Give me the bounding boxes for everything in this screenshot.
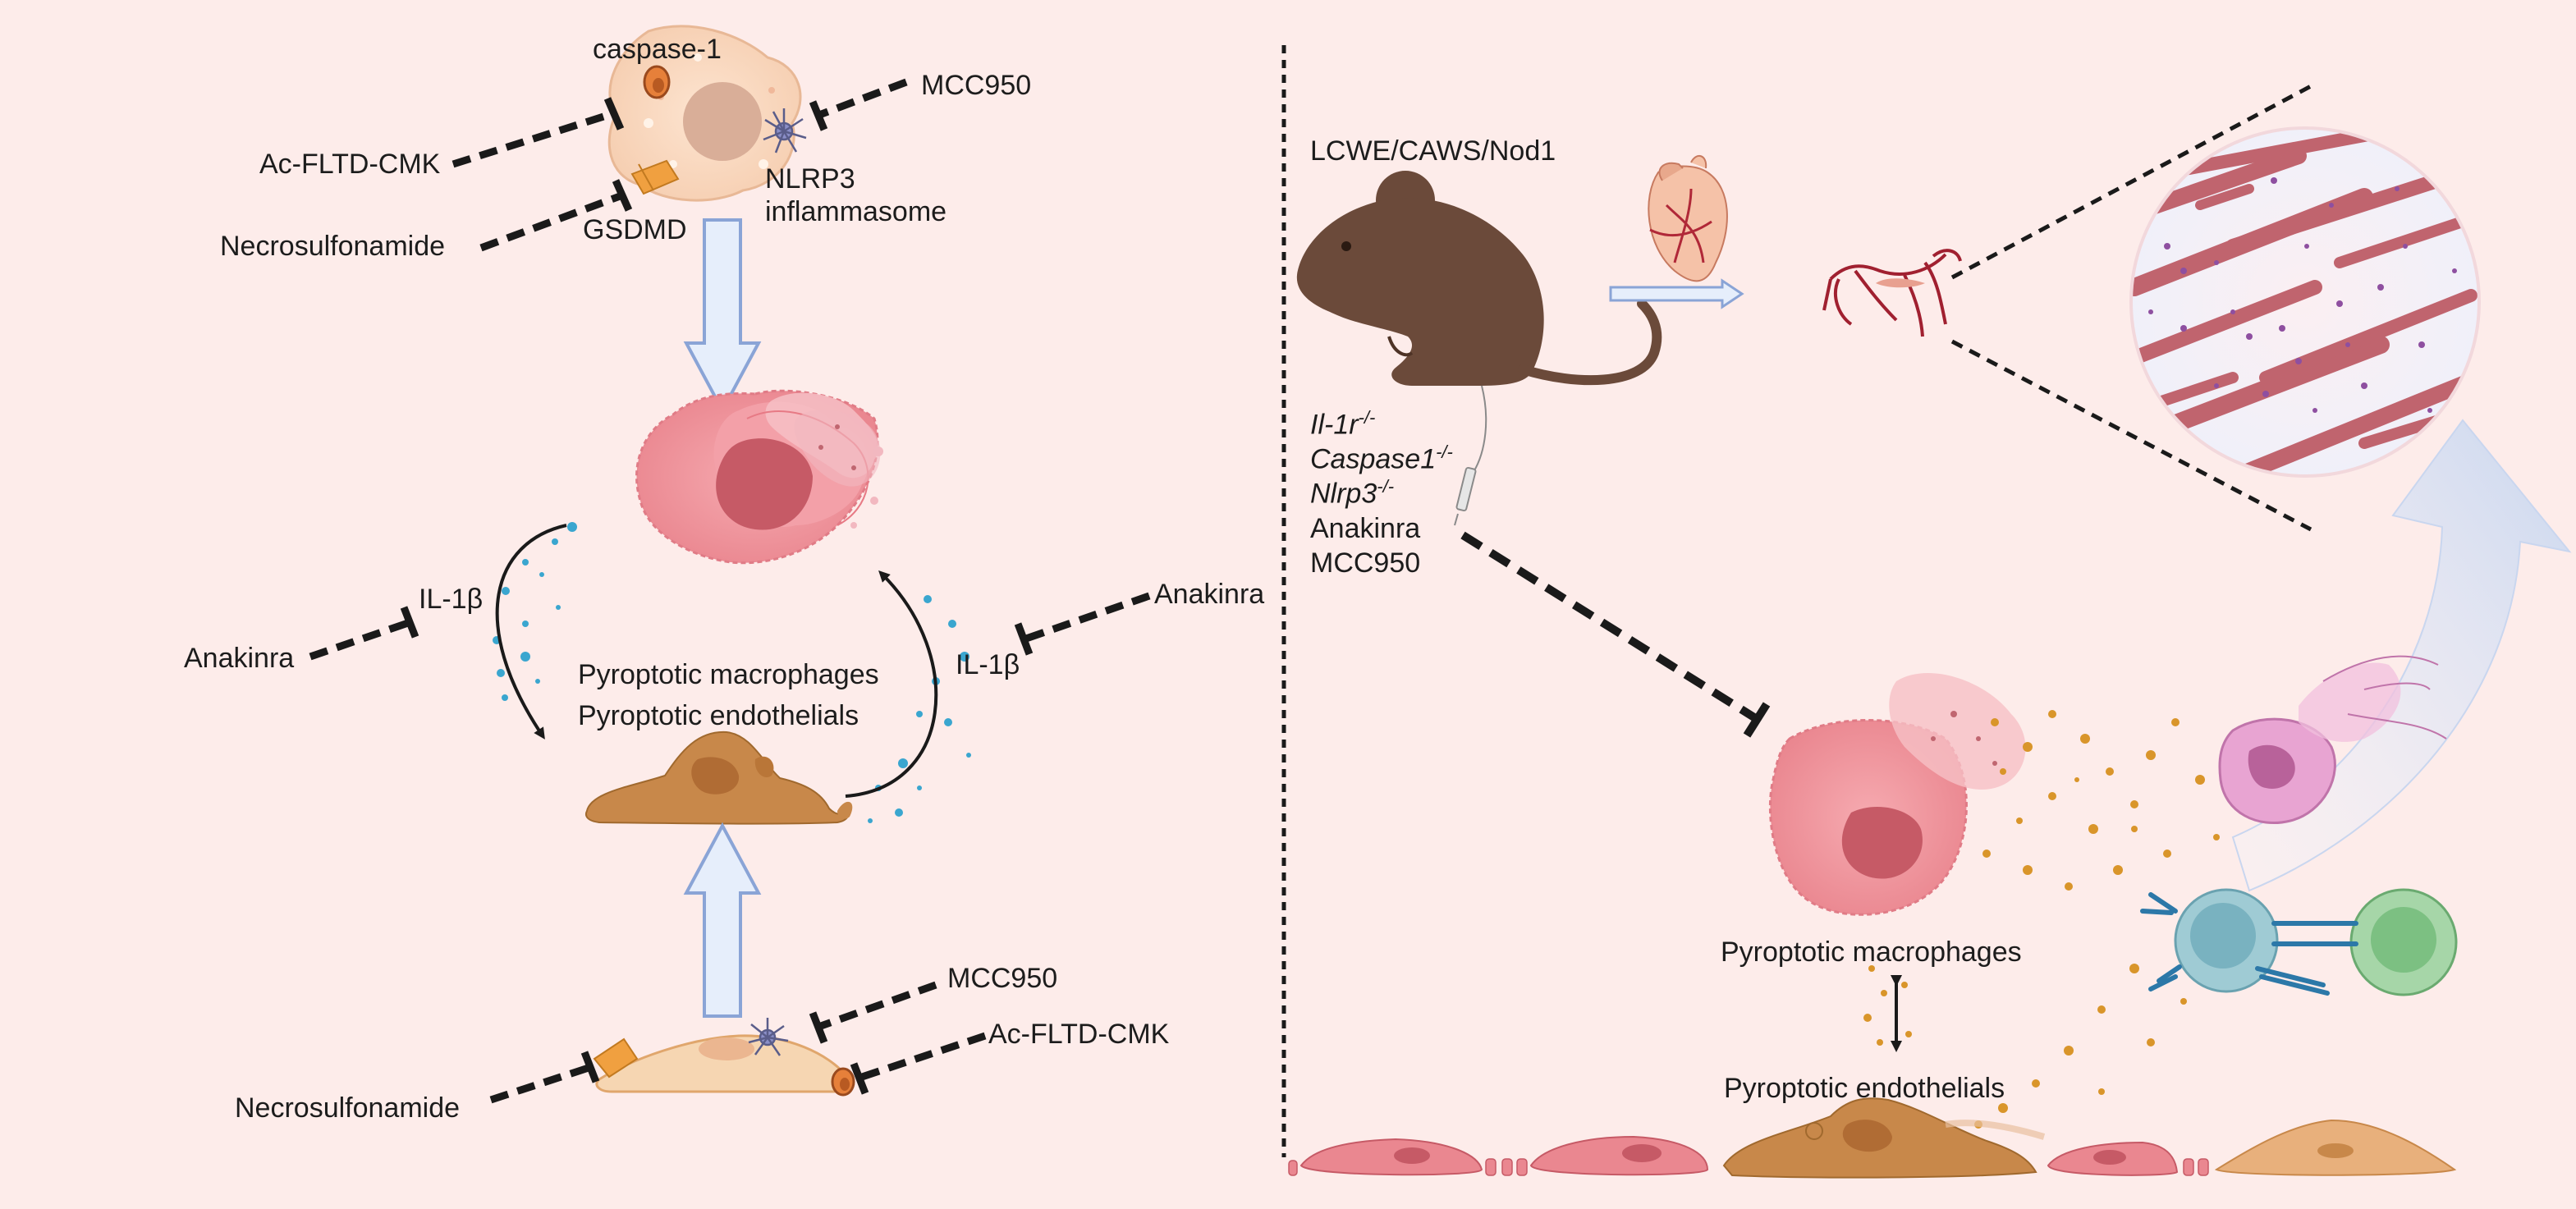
fltd-top-label: Ac-FLTD-CMK bbox=[259, 149, 441, 180]
drug-mcc950-label: MCC950 bbox=[1310, 547, 1421, 579]
il1b-cytokine-dots-left bbox=[493, 522, 577, 701]
necro-top-label: Necrosulfonamide bbox=[220, 231, 446, 262]
endothelial-layer bbox=[1288, 1119, 2457, 1176]
syringe-icon bbox=[1454, 385, 1487, 526]
histology-circle bbox=[2129, 126, 2481, 478]
inhibitor-bar-mcc950-top bbox=[809, 100, 828, 131]
knockout-caspase1-label: Caspase1-/- bbox=[1310, 442, 1453, 475]
gsdmd-label: GSDMD bbox=[583, 214, 687, 245]
knockout-nlrp3-label: Nlrp3-/- bbox=[1310, 476, 1395, 510]
heart-icon bbox=[1648, 155, 1728, 282]
mcc950-bottom-label: MCC950 bbox=[947, 963, 1058, 994]
inhibitor-bar-right-panel bbox=[1743, 702, 1771, 738]
inhibitor-line-necro-top bbox=[479, 191, 624, 252]
inhibitor-bar-necro-bottom bbox=[580, 1051, 600, 1083]
caspase-1-icon-bottom bbox=[831, 1067, 855, 1097]
inhibitor-bar-mcc950-bottom bbox=[809, 1011, 828, 1044]
nlrp3-inflammasome-icon bbox=[763, 108, 807, 153]
nlrp3-label-line2: inflammasome bbox=[765, 196, 947, 227]
mouse-eye bbox=[1341, 241, 1351, 251]
inhibitor-bar-anakinra-left bbox=[400, 606, 419, 639]
immune-receptors bbox=[2140, 892, 2358, 996]
caspase-1-icon bbox=[643, 65, 671, 99]
caspase-1-label: caspase-1 bbox=[593, 34, 722, 65]
il1b-curved-arrow-left bbox=[495, 524, 567, 740]
inhibitor-bar-anakinra-right bbox=[1014, 622, 1034, 656]
transfer-arrow bbox=[1609, 278, 1744, 309]
inhibitor-line-anakinra-right bbox=[1024, 592, 1151, 643]
anakinra-right-label: Anakinra bbox=[1154, 579, 1265, 610]
inhibitor-line-mcc950-top bbox=[818, 78, 908, 119]
gsdmd-pore-icon-bottom bbox=[593, 1037, 639, 1078]
b-cell bbox=[2349, 888, 2458, 996]
zoom-line-upper bbox=[1950, 84, 2312, 280]
knockout-il1r-label: Il-1r-/- bbox=[1310, 407, 1376, 441]
gsdmd-pore-icon bbox=[630, 159, 680, 195]
pyroptotic-endothelials-right-label: Pyroptotic endothelials bbox=[1724, 1073, 2005, 1104]
inhibitor-bar-necro-top bbox=[612, 179, 633, 212]
inhibitor-bar-fltd-bottom bbox=[850, 1062, 869, 1095]
pyroptotic-macrophages-right-label: Pyroptotic macrophages bbox=[1721, 937, 2022, 968]
up-arrow bbox=[683, 822, 762, 1018]
pyroptotic-endothelial-left bbox=[584, 730, 853, 825]
zoom-line-lower bbox=[1950, 339, 2312, 532]
inhibitor-line-fltd-top bbox=[451, 109, 616, 168]
anakinra-left-label: Anakinra bbox=[184, 643, 295, 674]
nlrp3-label-line1: NLRP3 bbox=[765, 163, 855, 195]
il1b-curved-arrow-right bbox=[845, 570, 938, 798]
pyroptotic-macrophages-left-label: Pyroptotic macrophages bbox=[578, 659, 879, 690]
inhibitor-line-necro-bottom bbox=[489, 1063, 593, 1104]
mouse-silhouette bbox=[1296, 171, 1662, 386]
inhibitor-line-fltd-bottom bbox=[860, 1032, 987, 1081]
neutrophil-cell bbox=[2218, 655, 2447, 825]
nlrp3-inflammasome-icon-bottom bbox=[748, 1018, 789, 1056]
inhibitor-bar-fltd-top bbox=[603, 97, 625, 131]
inhibitor-line-right-panel bbox=[1460, 531, 1759, 723]
t-cell bbox=[2174, 888, 2279, 993]
model-label: LCWE/CAWS/Nod1 bbox=[1310, 135, 1556, 167]
fltd-bottom-label: Ac-FLTD-CMK bbox=[988, 1019, 1170, 1050]
coronary-artery-icon bbox=[1822, 249, 1962, 337]
macrophage-debris-left bbox=[794, 410, 883, 529]
inhibitor-line-anakinra-left bbox=[309, 618, 412, 661]
bottom-endothelial-cell bbox=[595, 1034, 850, 1093]
down-arrow bbox=[683, 218, 762, 414]
mcc950-top-label: MCC950 bbox=[921, 70, 1032, 101]
coronary-lesion bbox=[1876, 278, 1925, 288]
necro-bottom-label: Necrosulfonamide bbox=[235, 1092, 461, 1124]
pyroptotic-endothelial-right bbox=[1722, 1097, 2046, 1179]
inhibitor-line-mcc950-bottom bbox=[819, 981, 937, 1030]
il1b-right-label: IL-1β bbox=[956, 649, 1020, 680]
il1b-left-label: IL-1β bbox=[419, 584, 484, 615]
pyroptotic-macrophage-right bbox=[1768, 672, 2026, 916]
pyroptotic-endothelials-left-label: Pyroptotic endothelials bbox=[578, 700, 859, 731]
cytokine-dots-vertical bbox=[1863, 965, 1912, 1046]
drug-anakinra-label: Anakinra bbox=[1310, 513, 1421, 544]
